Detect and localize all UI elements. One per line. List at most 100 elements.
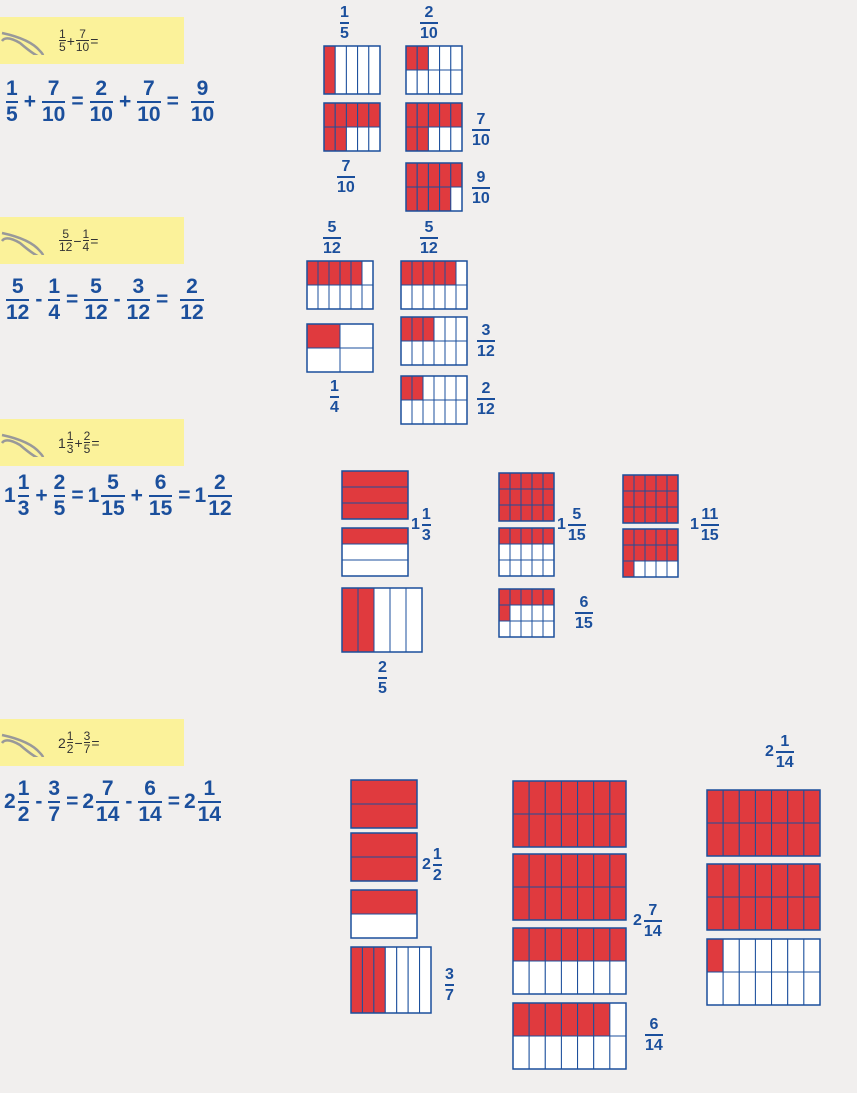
grid-cell-filled: [738, 896, 756, 931]
grid-cell-empty: [706, 971, 724, 1006]
fraction-grid: [512, 927, 627, 995]
grid-cell-filled: [509, 472, 522, 490]
grid-cell-empty: [738, 971, 756, 1006]
grid-cell-empty: [787, 971, 805, 1006]
grid-cell-empty: [803, 938, 821, 973]
grid-border: [405, 102, 463, 152]
note-1: [0, 17, 184, 64]
fraction-grid: [350, 779, 418, 829]
grid-border: [400, 375, 468, 425]
grid-cell-filled: [350, 856, 418, 882]
grid-cell-filled: [531, 588, 544, 606]
grid-cell-empty: [361, 284, 374, 310]
grid-cell-empty: [419, 946, 432, 1014]
grid-cell-filled: [577, 853, 595, 888]
grid-border: [323, 45, 381, 95]
grid-cell-filled: [400, 260, 413, 286]
grid-cell-filled: [633, 544, 646, 562]
grid-cell-empty: [455, 284, 468, 310]
fraction-grid: [341, 587, 423, 653]
grid-cell-empty: [422, 375, 435, 401]
grid-cell-empty: [787, 938, 805, 973]
grid-cell-filled: [427, 186, 441, 212]
grid-cell-filled: [341, 470, 409, 488]
grid-cell-filled: [512, 853, 530, 888]
fraction-grid: [350, 832, 418, 882]
grid-cell-filled: [593, 886, 611, 921]
grid-cell-filled: [633, 490, 646, 508]
grid-cell-empty: [509, 620, 522, 638]
grid-cell-filled: [512, 813, 530, 848]
grid-cell-empty: [512, 1035, 530, 1070]
grid-cell-filled: [306, 323, 341, 349]
grid-cell-filled: [531, 527, 544, 545]
grid-cell-filled: [593, 1002, 611, 1037]
grid-cell-filled: [560, 927, 579, 962]
fraction-grid: [400, 375, 468, 425]
grid-border: [323, 102, 381, 152]
grid-cell-filled: [593, 927, 611, 962]
grid-cell-empty: [520, 620, 533, 638]
grid-cell-filled: [771, 863, 789, 898]
grid-cell-filled: [771, 896, 789, 931]
note-2: [0, 217, 184, 264]
grid-cell-empty: [577, 960, 595, 995]
grid-cell-filled: [622, 544, 635, 562]
grid-cell-empty: [450, 186, 463, 212]
grid-cell-empty: [350, 284, 363, 310]
grid-cell-filled: [722, 789, 740, 824]
grid-cell-empty: [422, 399, 435, 425]
fraction-grid: [512, 780, 627, 848]
grid-cell-filled: [509, 504, 522, 522]
grid-cell-empty: [433, 340, 446, 366]
grid-cell-empty: [450, 126, 463, 152]
grid-cell-filled: [439, 162, 452, 188]
grid-cell-filled: [633, 528, 646, 546]
grid-cell-filled: [509, 488, 522, 506]
grid-cell-filled: [411, 375, 424, 401]
grid-cell-empty: [427, 126, 441, 152]
grid-cell-filled: [350, 803, 418, 829]
fraction-grid: [350, 946, 432, 1014]
grid-border: [306, 323, 374, 373]
grid-cell-filled: [560, 1002, 579, 1037]
grid-cell-filled: [787, 863, 805, 898]
grid-cell-empty: [339, 347, 374, 373]
grid-cell-filled: [405, 162, 418, 188]
grid-cell-filled: [357, 587, 375, 653]
grid-cell-filled: [531, 504, 544, 522]
grid-cell-filled: [787, 822, 805, 857]
grid-cell-filled: [439, 186, 452, 212]
grid-cell-filled: [317, 260, 330, 286]
grid-cell-empty: [400, 340, 413, 366]
grid-cell-empty: [577, 1035, 595, 1070]
note-4: [0, 719, 184, 766]
grid-border: [498, 527, 555, 577]
grid-cell-empty: [542, 543, 555, 561]
grid-cell-empty: [444, 340, 457, 366]
grid-cell-filled: [416, 45, 429, 71]
grid-cell-empty: [609, 1002, 627, 1037]
grid-border: [512, 853, 627, 921]
grid-cell-empty: [531, 604, 544, 622]
grid-cell-filled: [334, 102, 347, 128]
grid-cell-empty: [771, 971, 789, 1006]
fraction-grid: [622, 474, 679, 524]
grid-cell-filled: [512, 927, 530, 962]
grid-cell-filled: [577, 886, 595, 921]
grid-cell-empty: [396, 946, 409, 1014]
grid-cell-filled: [754, 896, 773, 931]
grid-cell-filled: [350, 832, 418, 858]
grid-cell-filled: [498, 488, 511, 506]
grid-cell-empty: [345, 126, 359, 152]
grid-cell-filled: [323, 102, 336, 128]
grid-cell-empty: [328, 284, 341, 310]
grid-border: [341, 587, 423, 653]
grid-cell-filled: [803, 863, 821, 898]
